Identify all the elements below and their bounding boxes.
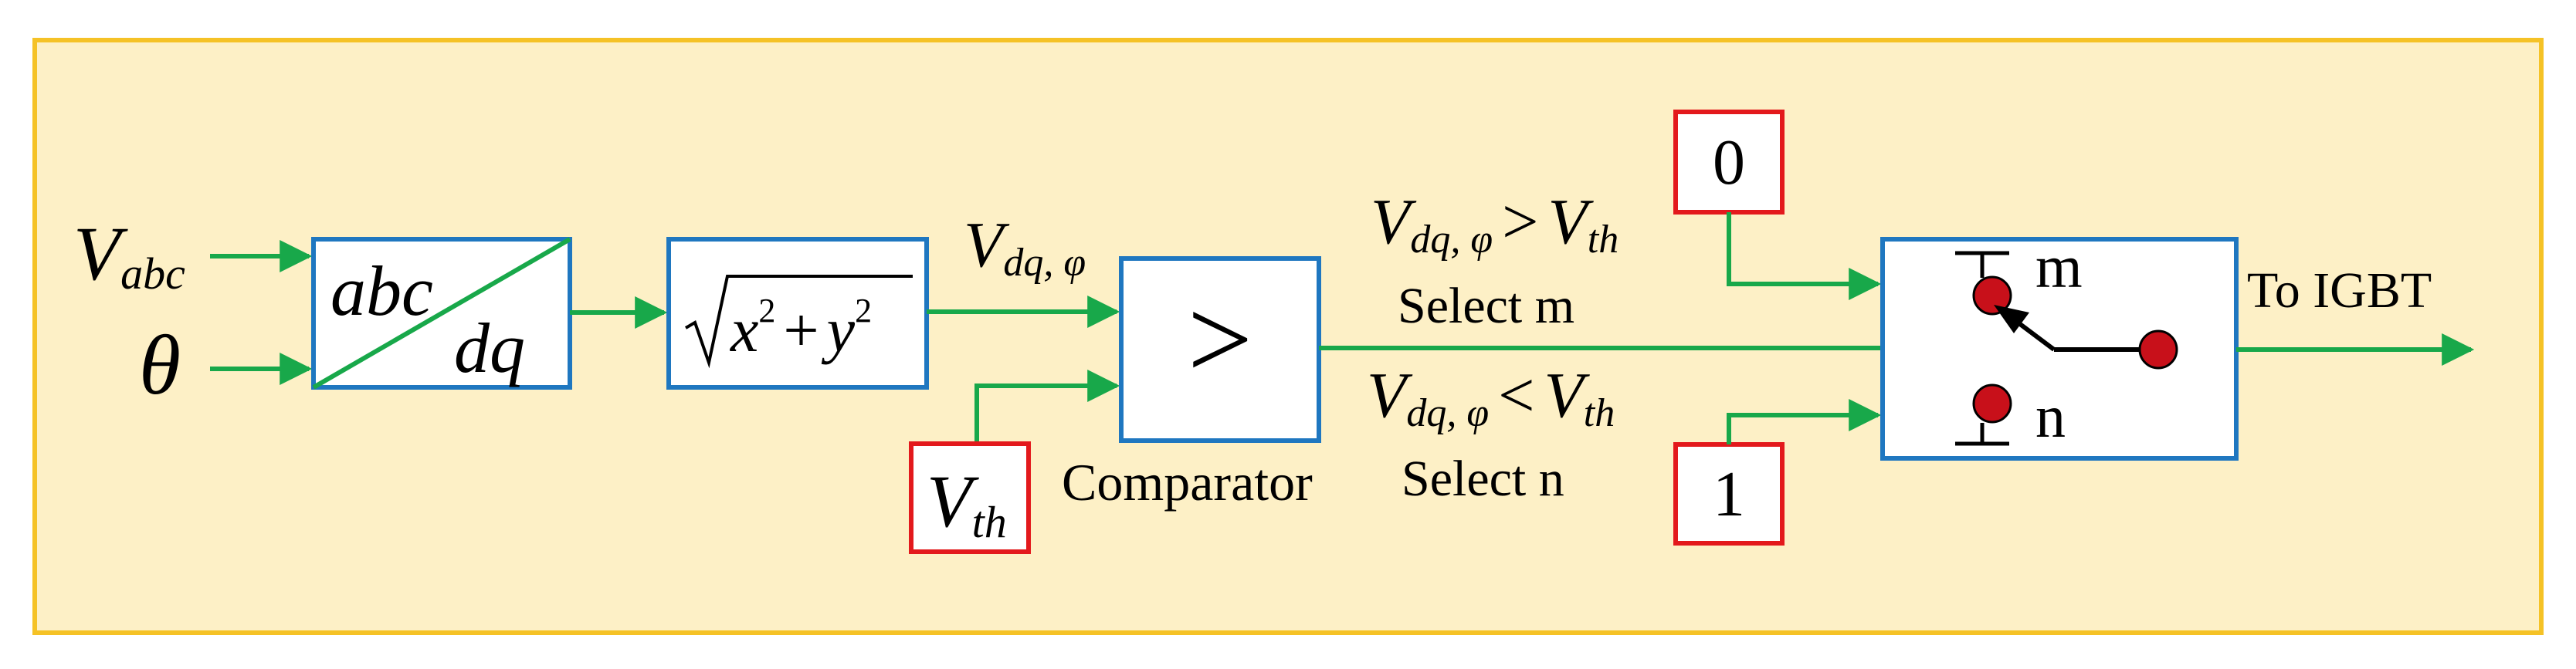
svg-text:1: 1 (1713, 458, 1745, 530)
switch-block: m n (1880, 233, 2239, 461)
constant-one-arrow (1727, 399, 1882, 444)
constant-zero-block: 0 (1673, 110, 1785, 215)
dq-label: dq (454, 309, 525, 387)
magnitude-expression: x2+y2 (730, 292, 872, 365)
threshold-block: Vth (909, 441, 1031, 554)
threshold-label: Vth (927, 460, 1007, 547)
condition-lt-select: Select n (1402, 451, 1564, 507)
contact-m-dot (1972, 275, 2012, 316)
contact-n-dot (1972, 383, 2012, 424)
signal-vdq-label: Vdq, φ (964, 209, 1086, 285)
magnitude-block: x2+y2 (666, 237, 929, 390)
input-theta-label: θ (139, 318, 181, 412)
abc-label: abc (330, 252, 433, 330)
output-label: To IGBT (2247, 262, 2432, 319)
condition-gt: Vdq, φ>Vth (1371, 186, 1618, 262)
comparator-block: > (1119, 256, 1321, 443)
lever-arrowhead-icon (1994, 305, 2029, 333)
switch-n-label: n (2035, 383, 2066, 450)
comparator-label: Comparator (1062, 453, 1313, 512)
condition-lt: Vdq, φ<Vth (1367, 360, 1615, 435)
abc-dq-transform-block: abc dq (311, 237, 572, 390)
constant-zero-arrow (1727, 212, 1882, 300)
switch-m-label: m (2035, 233, 2083, 300)
constant-one-block: 1 (1673, 442, 1785, 546)
switch-pivot-dot (2138, 329, 2178, 370)
sqrt-icon (684, 275, 913, 369)
comparator-symbol: > (1188, 275, 1253, 404)
input-vabc-label: Vabc (73, 211, 185, 299)
condition-gt-select: Select m (1398, 278, 1574, 334)
threshold-to-comparator-arrow (974, 370, 1120, 444)
svg-text:0: 0 (1713, 127, 1745, 198)
